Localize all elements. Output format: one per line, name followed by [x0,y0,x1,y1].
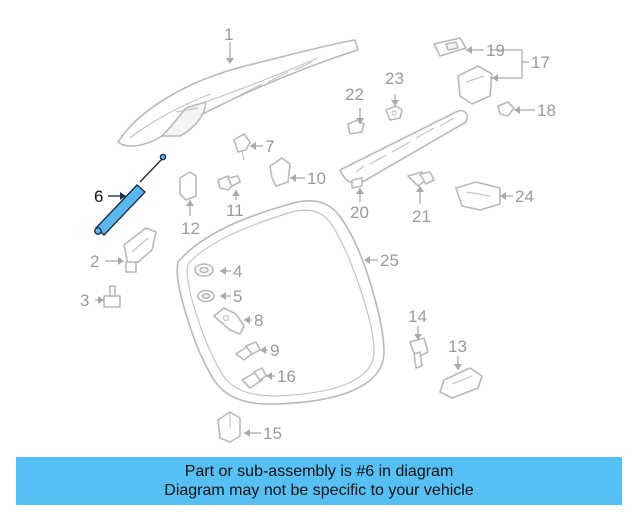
callout-19: 19 [486,41,505,60]
callout-7: 7 [265,137,274,156]
callout-21: 21 [412,207,431,226]
part-6-gas-strut [94,153,167,236]
part-5-grommet [197,289,215,303]
part-11-bolt [217,175,241,191]
part-18-bolt [497,101,515,117]
part-19-connector [433,37,467,57]
callout-6: 6 [94,187,103,206]
callout-2: 2 [90,252,99,271]
callout-23: 23 [385,69,404,88]
callout-8: 8 [254,311,263,330]
part-12-clip [179,171,197,201]
callout-3: 3 [80,291,89,310]
callout-20: 20 [350,203,369,222]
part-21-bolt [407,171,435,187]
callout-25: 25 [380,251,399,270]
part-13-striker [439,367,483,399]
callout-18: 18 [537,101,556,120]
part-1-trunk-lid [117,39,359,147]
part-2-bracket [123,227,157,273]
callout-16: 16 [277,367,296,386]
callout-14: 14 [408,307,427,326]
part-17-actuator [457,65,493,105]
part-8-hinge [213,307,245,335]
part-14-bumpstop [409,337,429,369]
callout-1: 1 [224,25,233,44]
part-22-clip [347,119,365,135]
part-15-pad [217,411,241,443]
callout-22: 22 [345,85,364,104]
part-3-bolt [103,285,121,308]
callout-24: 24 [515,187,534,206]
banner-line-1: Part or sub-assembly is #6 in diagram [184,463,454,480]
part-7-fastener [233,133,251,161]
callout-17: 17 [531,53,550,72]
callout-9: 9 [270,341,279,360]
callout-10: 10 [307,169,326,188]
part-23-nut [385,105,403,121]
part-24-latch [455,181,501,211]
part-10-bracket [269,157,291,187]
callout-13: 13 [448,337,467,356]
callout-4: 4 [233,262,242,281]
part-9-bolt [235,341,261,361]
callout-labels: 1 2 3 4 5 6 7 8 9 10 11 12 13 14 15 16 1… [80,25,556,443]
callout-12: 12 [181,219,200,238]
banner-line-2: Diagram may not be specific to your vehi… [164,482,474,499]
leader-lines [95,42,535,437]
part-20-garnish [339,109,469,189]
part-25-weatherstrip [176,200,385,405]
callout-5: 5 [233,287,242,306]
callout-15: 15 [263,424,282,443]
parts-diagram: 1 2 3 4 5 6 7 8 9 10 11 12 13 14 15 16 1… [80,25,556,443]
info-banner: Part or sub-assembly is #6 in diagram Di… [16,457,622,505]
part-4-grommet [194,263,214,277]
callout-11: 11 [226,201,244,220]
